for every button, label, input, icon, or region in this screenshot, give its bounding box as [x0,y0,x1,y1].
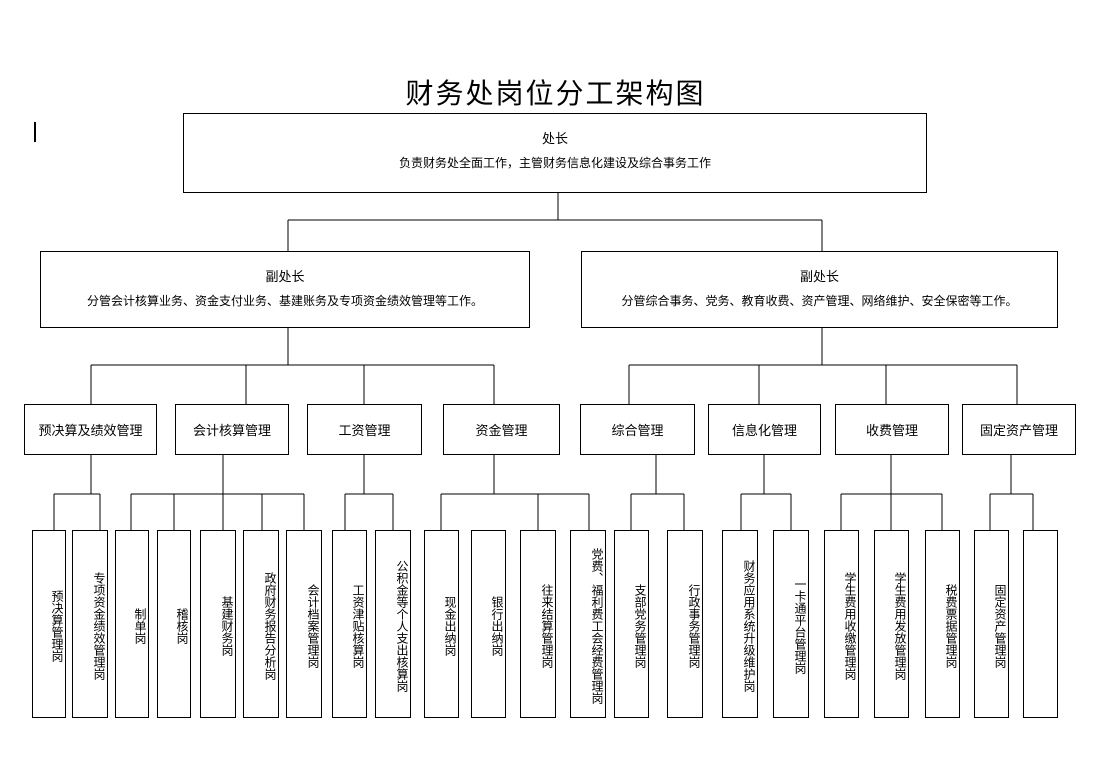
dept-accounting: 会计核算管理 [175,404,289,455]
dept-fees: 收费管理 [835,404,949,455]
post-box: 财务应用系统升级维护岗 [722,530,758,718]
post-box: 稽核岗 [157,530,191,718]
deputy-description: 分管会计核算业务、资金支付业务、基建账务及专项资金绩效管理等工作。 [86,294,483,308]
post-box: 行政事务管理岗 [667,530,703,718]
dept-funds: 资金管理 [443,404,560,455]
post-box: 会计档案管理岗 [286,530,322,718]
post-label: 会计档案管理岗 [306,584,320,668]
post-label: 稽核岗 [175,608,189,644]
post-box: 制单岗 [115,530,149,718]
deputy-title: 副处长 [799,270,839,285]
post-label: 固定资产管理岗 [993,584,1007,668]
post-box: 固定资产管理岗 [974,530,1009,718]
deputy-description: 分管综合事务、党务、教育收费、资产管理、网络维护、安全保密等工作。 [621,294,1018,308]
post-label: 行政事务管理岗 [687,584,701,668]
director-box: 处长 负责财务处全面工作，主管财务信息化建设及综合事务工作 [183,113,927,193]
post-label: 专项资金绩效管理岗 [92,572,106,680]
post-label: 公积金等个人支出核算岗 [395,560,409,692]
director-description: 负责财务处全面工作，主管财务信息化建设及综合事务工作 [398,156,711,170]
post-label: 学生费用发放管理岗 [893,572,907,680]
dept-it: 信息化管理 [708,404,821,455]
post-box: 学生费用收缴管理岗 [824,530,859,718]
post-label: 政府财务报告分析岗 [263,572,277,680]
post-label: 学生费用收缴管理岗 [843,572,857,680]
post-label: 党费、福利费工会经费管理岗 [590,548,604,704]
post-label: 财务应用系统升级维护岗 [742,560,756,692]
post-label: 税费票据管理岗 [944,584,958,668]
post-box: 公积金等个人支出核算岗 [375,530,411,718]
post-box: 税费票据管理岗 [925,530,960,718]
post-box: 预决算管理岗 [32,530,66,718]
deputy-box-right: 副处长 分管综合事务、党务、教育收费、资产管理、网络维护、安全保密等工作。 [581,251,1058,328]
post-box: 基建财务岗 [200,530,236,718]
post-box: 往来结算管理岗 [520,530,556,718]
post-box: 党费、福利费工会经费管理岗 [570,530,606,718]
dept-salary: 工资管理 [307,404,422,455]
page-title: 财务处岗位分工架构图 [405,77,706,110]
deputy-box-left: 副处长 分管会计核算业务、资金支付业务、基建账务及专项资金绩效管理等工作。 [40,251,530,328]
post-box: 一卡通平台管理岗 [773,530,809,718]
post-label: 支部党务管理岗 [633,584,647,668]
post-box-empty [1023,530,1058,718]
post-label: 往来结算管理岗 [540,584,554,668]
dept-fixed-assets: 固定资产管理 [962,404,1076,455]
post-label: 银行出纳岗 [490,596,504,656]
post-label: 预决算管理岗 [50,590,64,662]
post-box: 政府财务报告分析岗 [243,530,279,718]
post-box: 专项资金绩效管理岗 [72,530,108,718]
post-box: 支部党务管理岗 [614,530,649,718]
director-title: 处长 [541,132,568,147]
post-box: 现金出纳岗 [424,530,459,718]
post-label: 制单岗 [133,608,147,644]
text-cursor [34,122,36,142]
post-label: 一卡通平台管理岗 [793,578,807,674]
post-box: 学生费用发放管理岗 [874,530,909,718]
dept-budget: 预决算及绩效管理 [24,404,157,455]
post-box: 银行出纳岗 [471,530,506,718]
deputy-title: 副处长 [265,270,305,285]
post-box: 工资津贴核算岗 [332,530,367,718]
post-label: 现金出纳岗 [443,596,457,656]
post-label: 基建财务岗 [220,596,234,656]
post-label: 工资津贴核算岗 [351,584,365,668]
dept-general: 综合管理 [580,404,695,455]
